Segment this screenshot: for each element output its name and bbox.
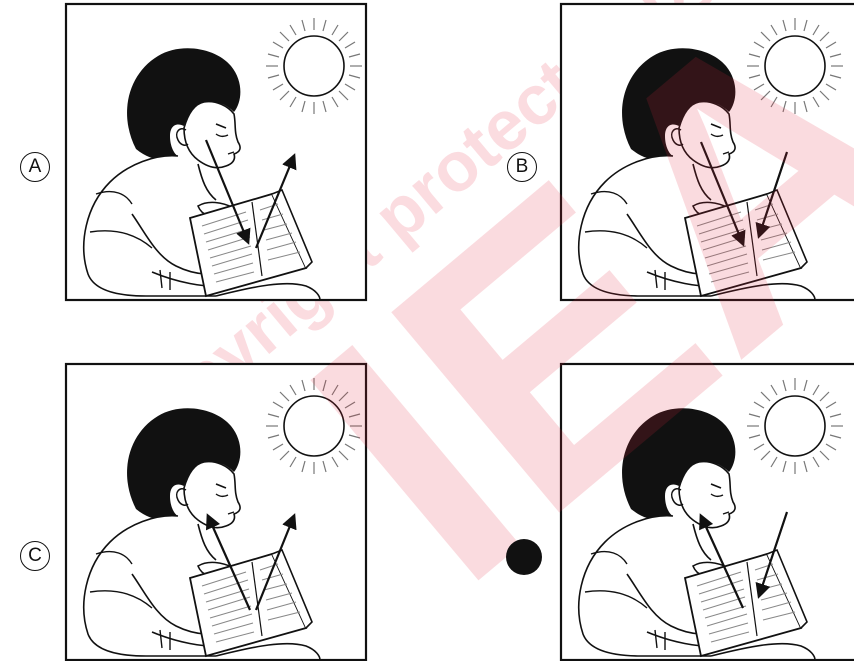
option-c-radio[interactable]: C	[20, 541, 50, 571]
panel-option-c	[64, 362, 368, 661]
option-b-radio[interactable]: B	[507, 152, 537, 182]
arrow-eye-to-book	[699, 141, 746, 247]
option-a-label: A	[28, 156, 42, 177]
option-b-label: B	[515, 156, 529, 177]
panel-option-d	[559, 362, 854, 661]
arrow-eye-to-book	[204, 139, 251, 245]
arrow-book-upward	[254, 153, 297, 249]
panel-option-a	[64, 2, 368, 302]
option-a-radio[interactable]: A	[20, 152, 50, 182]
arrow-sun-to-book	[755, 151, 789, 239]
arrow-book-to-eye	[699, 513, 745, 609]
arrow-book-to-eye	[205, 513, 252, 611]
panel-option-b	[559, 2, 854, 302]
option-d-selected-radio[interactable]	[506, 539, 542, 575]
arrow-book-upward	[254, 513, 297, 611]
option-c-label: C	[28, 545, 42, 566]
arrow-sun-to-book	[755, 511, 789, 599]
